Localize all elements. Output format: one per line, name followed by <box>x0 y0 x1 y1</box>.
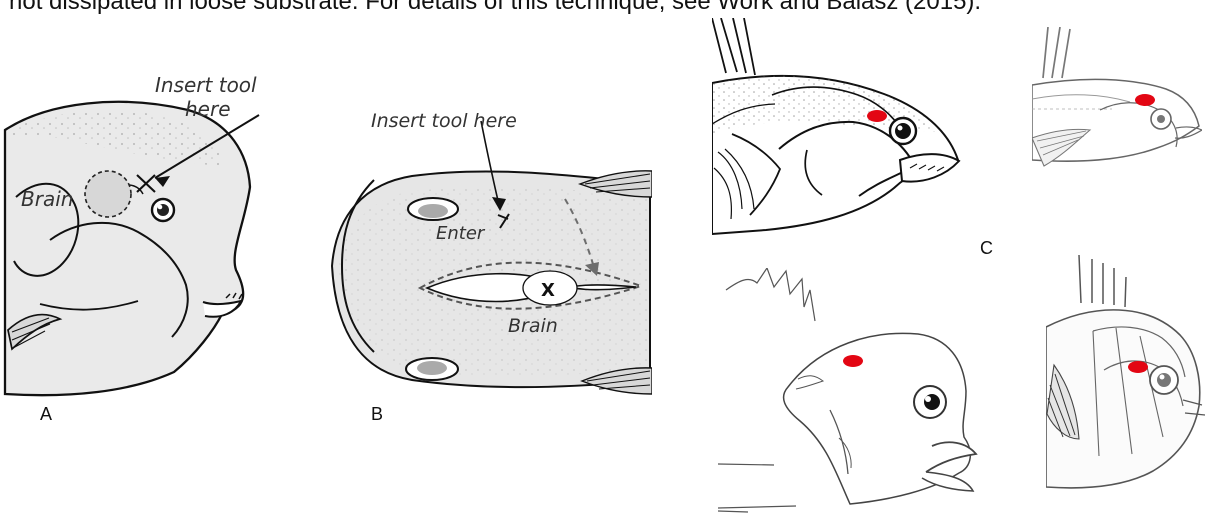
brain-label-b: Brain <box>508 315 558 337</box>
fish-head-drawing-c4 <box>1046 255 1206 495</box>
fish-head-drawing-c1 <box>712 18 970 258</box>
marker-c1 <box>867 110 887 122</box>
partial-body-text-line: not dissipated in loose substrate. For d… <box>9 0 1204 17</box>
fish-head-side-drawing-a: Brain Insert tool here <box>0 72 300 422</box>
brain-label-a: Brain <box>21 187 73 211</box>
enter-label: Enter <box>436 223 486 244</box>
figure-panel-c-fish-3 <box>718 268 1024 518</box>
fish-head-top-drawing-b: Insert tool here Enter X Brain <box>320 88 652 398</box>
brain-target-mark: X <box>541 280 555 301</box>
marker-c4 <box>1128 361 1148 373</box>
insert-tool-label-line2: here <box>185 97 231 121</box>
figure-panel-c-fish-1 <box>712 18 970 258</box>
fish-head-drawing-c2 <box>1032 27 1202 192</box>
figure-panel-c-fish-4 <box>1046 255 1206 495</box>
figure-panel-c-fish-2 <box>1032 27 1202 192</box>
panel-letter-b: B <box>371 404 383 424</box>
insert-tool-label-b: Insert tool here <box>371 110 517 132</box>
figure-panel-b: Insert tool here Enter X Brain <box>320 88 652 398</box>
fish-head-drawing-c3 <box>718 268 1024 518</box>
marker-c2 <box>1135 94 1155 106</box>
figure-panel-a: Brain Insert tool here <box>0 72 300 422</box>
marker-c3 <box>843 355 863 367</box>
insert-tool-label-line1: Insert tool <box>155 73 257 97</box>
panel-letter-c: C <box>980 238 993 258</box>
panel-letter-a: A <box>40 404 52 424</box>
